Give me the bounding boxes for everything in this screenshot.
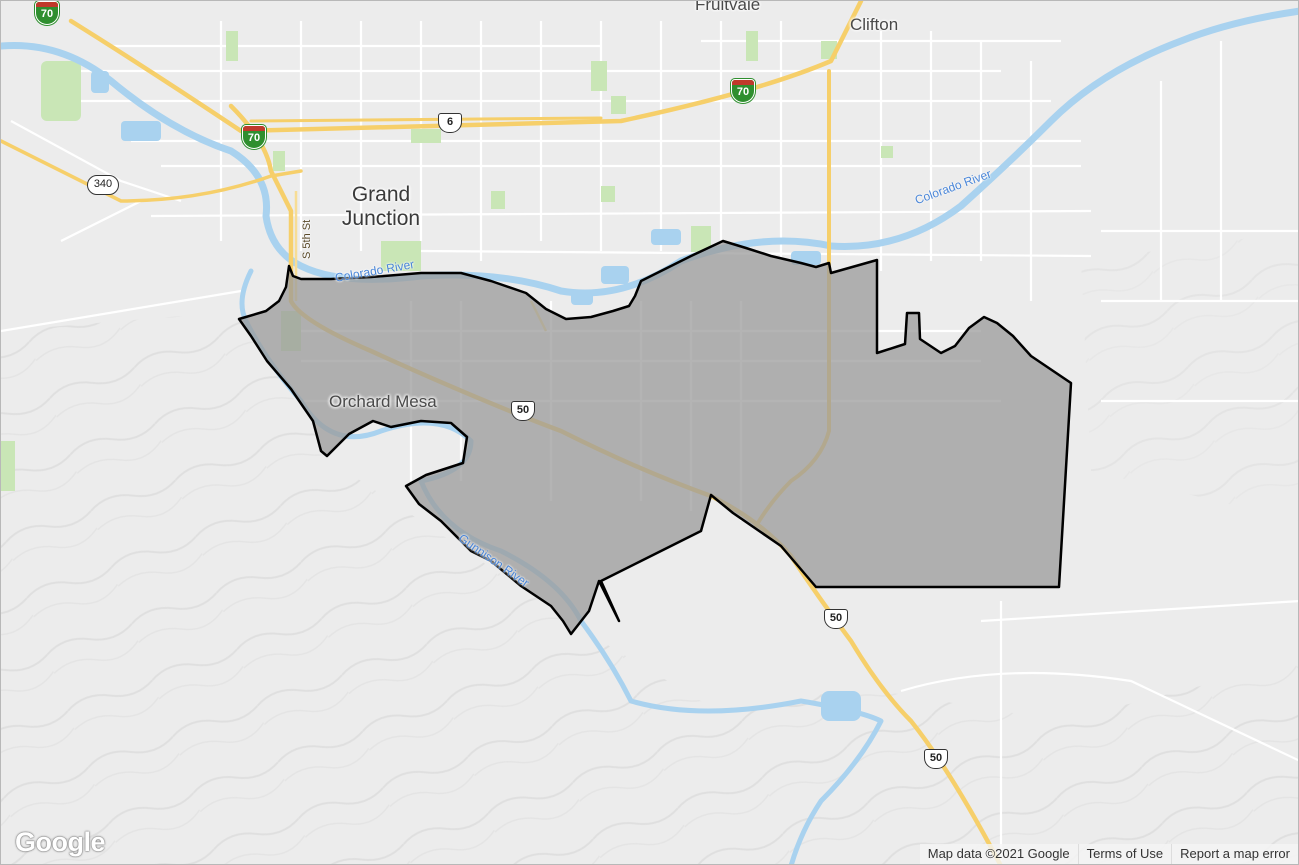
district-boundary (237, 239, 1073, 636)
place-label-fruitvale: Fruitvale (695, 0, 761, 14)
map-footer: Map data ©2021 Google Terms of Use Repor… (919, 844, 1298, 864)
place-label-orchard-mesa: Orchard Mesa (329, 392, 437, 411)
place-label-grand-junction: Grand Junction (341, 183, 421, 230)
us-6-shield: 6 (438, 113, 462, 133)
us-50-shield: 50 (511, 401, 535, 421)
terms-of-use-link[interactable]: Terms of Use (1077, 844, 1172, 864)
street-label-s-5th-st: S 5th St (301, 219, 313, 259)
interstate-70-shield: 70 (35, 1, 59, 25)
us-50-shield: 50 (924, 749, 948, 769)
interstate-70-shield: 70 (731, 79, 755, 103)
interstate-70-shield: 70 (242, 125, 266, 149)
report-map-error-link[interactable]: Report a map error (1171, 844, 1298, 864)
map-data-attribution: Map data ©2021 Google (927, 846, 1070, 861)
ponds (91, 71, 861, 721)
terrain-mesa-ne (1081, 231, 1298, 521)
us-50-shield: 50 (824, 609, 848, 629)
state-340-shield: 340 (87, 175, 119, 195)
place-label-clifton: Clifton (850, 15, 899, 34)
google-logo[interactable]: Google (15, 827, 106, 857)
parks (1, 31, 893, 491)
terrain-hills (1, 311, 1298, 864)
